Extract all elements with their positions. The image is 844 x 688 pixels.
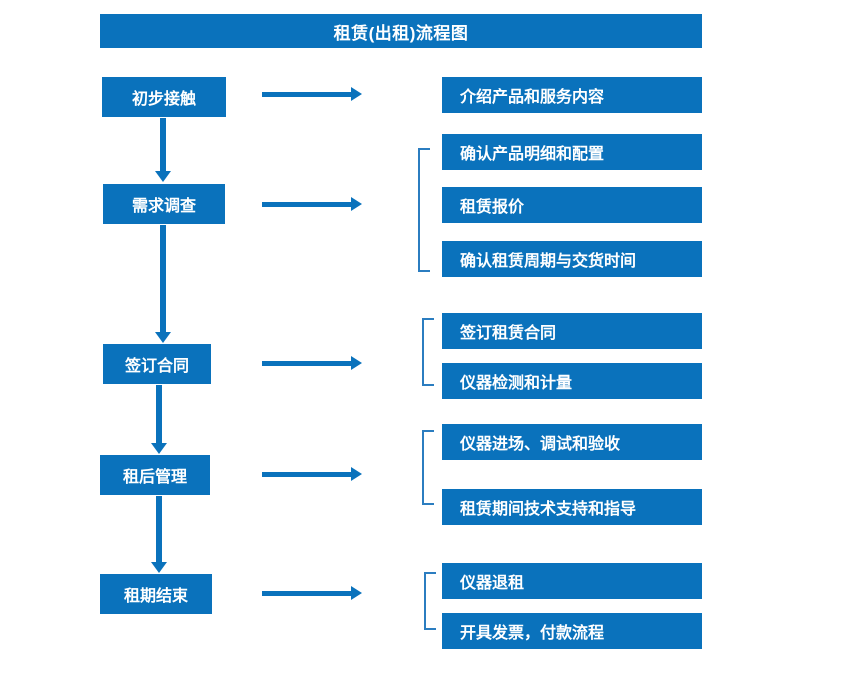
group-bracket-4 bbox=[422, 430, 434, 505]
stage-box-3[interactable]: 签订合同 bbox=[103, 344, 211, 384]
detail-box-7[interactable]: 仪器进场、调试和验收 bbox=[442, 424, 702, 460]
detail-box-10[interactable]: 开具发票，付款流程 bbox=[442, 613, 702, 649]
detail-box-6[interactable]: 仪器检测和计量 bbox=[442, 363, 702, 399]
flow-arrow-right-1 bbox=[262, 86, 362, 102]
flow-arrow-right-2 bbox=[262, 196, 362, 212]
stage-box-4[interactable]: 租后管理 bbox=[100, 455, 210, 495]
stage-box-5[interactable]: 租期结束 bbox=[100, 574, 212, 614]
connector-arrow-down-2 bbox=[155, 225, 171, 343]
flow-arrow-right-4 bbox=[262, 466, 362, 482]
detail-box-3[interactable]: 租赁报价 bbox=[442, 187, 702, 223]
group-bracket-5 bbox=[424, 572, 436, 630]
connector-arrow-down-1 bbox=[155, 118, 171, 182]
detail-box-4[interactable]: 确认租赁周期与交货时间 bbox=[442, 241, 702, 277]
detail-box-2[interactable]: 确认产品明细和配置 bbox=[442, 134, 702, 170]
detail-box-5[interactable]: 签订租赁合同 bbox=[442, 313, 702, 349]
detail-box-1[interactable]: 介绍产品和服务内容 bbox=[442, 77, 702, 113]
connector-arrow-down-3 bbox=[151, 385, 167, 454]
detail-box-9[interactable]: 仪器退租 bbox=[442, 563, 702, 599]
group-bracket-3 bbox=[422, 318, 434, 386]
flow-arrow-right-3 bbox=[262, 355, 362, 371]
stage-box-1[interactable]: 初步接触 bbox=[102, 77, 226, 117]
flow-arrow-right-5 bbox=[262, 585, 362, 601]
page-title: 租赁(出租)流程图 bbox=[100, 14, 702, 48]
connector-arrow-down-4 bbox=[151, 496, 167, 573]
group-bracket-2 bbox=[418, 148, 430, 272]
stage-box-2[interactable]: 需求调查 bbox=[103, 184, 225, 224]
detail-box-8[interactable]: 租赁期间技术支持和指导 bbox=[442, 489, 702, 525]
